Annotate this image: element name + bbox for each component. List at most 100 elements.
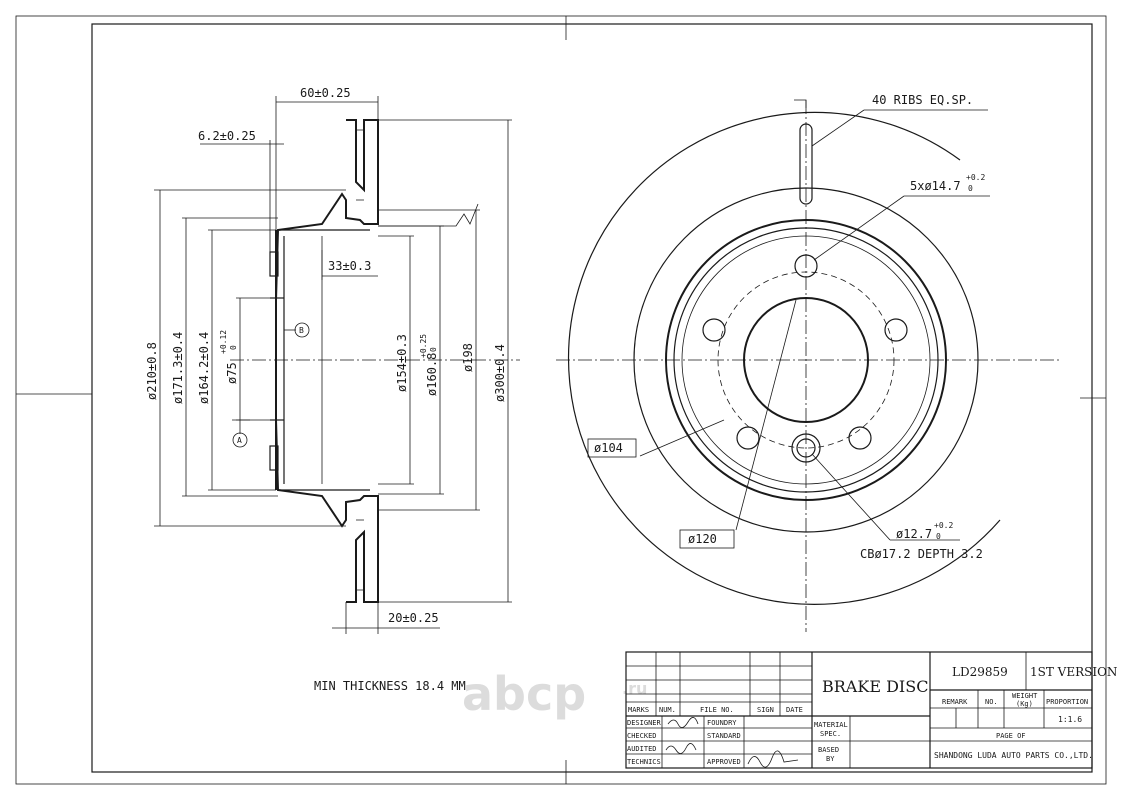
surface-finish-symbol (378, 203, 479, 227)
locating-hole-cb (791, 433, 821, 463)
dim-d75-tol-low: 0 (229, 345, 238, 350)
rib-slot (799, 123, 813, 205)
lug-hole-2 (884, 318, 908, 342)
hdr-proportion: PROPORTION (1046, 698, 1088, 706)
hat-flange-top (269, 251, 279, 277)
dim-d300: ø300±0.4 (493, 344, 507, 402)
title-block: BRAKE DISC LD29859 1ST VERSION MARKS NUM… (625, 651, 1117, 769)
hdr-date: DATE (786, 706, 803, 714)
vent-channel-lower (356, 519, 364, 591)
datum-a-bubble (232, 432, 248, 448)
hdr-marks: MARKS (628, 706, 649, 714)
hdr-num: NUM. (659, 706, 676, 714)
center-bore (743, 297, 869, 423)
pcd-circle (717, 271, 895, 449)
lug-hole-1 (794, 254, 818, 278)
hdr-remark: REMARK (942, 698, 968, 706)
signature-designer (667, 717, 699, 728)
dim-d75: ø75 (225, 362, 239, 384)
watermark-brand: abcp (462, 667, 586, 721)
watermark-suffix: .ru (622, 679, 647, 698)
datum-a-label: A (237, 436, 242, 445)
hdr-weight-2: (Kg) (1016, 700, 1033, 708)
holes-tol-up: +0.2 (966, 173, 985, 182)
dim-d210: ø210±0.8 (145, 342, 159, 400)
section-outline-lower (275, 419, 379, 603)
hdr-no: NO. (985, 698, 998, 706)
dim-disc-thickness: 20±0.25 (388, 611, 439, 625)
signature-approved (747, 750, 799, 768)
holes-note: 5xø14.7 (910, 179, 961, 193)
holes-leader (813, 195, 905, 261)
dim-d154: ø154±0.3 (395, 334, 409, 392)
datum-b-label: B (299, 326, 304, 335)
center-tol-up: +0.2 (934, 521, 953, 530)
datum-b-bubble (294, 322, 310, 338)
lug-hole-3 (848, 426, 872, 450)
dim-width-total: 60±0.25 (300, 86, 351, 100)
dim-d198: ø198 (461, 343, 475, 372)
d120-label: ø120 (688, 532, 717, 546)
dim-hat-depth: 33±0.3 (328, 259, 371, 273)
title-block-frame (625, 651, 1093, 769)
hdr-weight-1: WEIGHT (1012, 692, 1038, 700)
d120-box (679, 529, 735, 549)
ribs-note: 40 RIBS EQ.SP. (872, 93, 973, 107)
section-view: 60±0.25 6.2±0.25 33±0.3 20±0.25 ø210±0.8… (145, 86, 520, 634)
hdr-sign: SIGN (757, 706, 774, 714)
hdr-standard: STANDARD (707, 732, 741, 740)
outer-frame (15, 15, 1107, 785)
lug-hole-5 (702, 318, 726, 342)
section-outline-upper (275, 119, 379, 301)
pcd-label: ø104 (594, 441, 623, 455)
drawing-name: BRAKE DISC (822, 677, 928, 696)
vent-channel-upper (356, 129, 364, 201)
center-hole-leader (811, 453, 891, 541)
dim-d171: ø171.3±0.4 (171, 332, 185, 404)
version-label: 1ST VERSION (1030, 665, 1117, 679)
front-view: 40 RIBS EQ.SP. 5xø14.7 +0.2 0 ø104 ø120 … (556, 93, 1062, 632)
hdr-designer: DESIGNER (627, 719, 662, 727)
hdr-technics: TECHNICS (627, 758, 661, 766)
dim-d160-tol-up: +0.25 (419, 334, 428, 358)
part-number: LD29859 (952, 665, 1008, 679)
holes-tol-low: 0 (968, 184, 973, 193)
d120-leader (735, 299, 797, 531)
min-thickness-note: MIN THICKNESS 18.4 MM (314, 679, 466, 693)
ribs-leader (811, 109, 865, 147)
hdr-foundry: FOUNDRY (707, 719, 737, 727)
company-name: SHANDONG LUDA AUTO PARTS CO.,LTD. (934, 751, 1093, 760)
hat-outer (665, 219, 947, 501)
center-hole-note: ø12.7 (896, 527, 932, 541)
proportion-value: 1:1.6 (1058, 715, 1082, 724)
signature-audited (665, 743, 697, 754)
rib-datum-mark (794, 99, 807, 108)
dim-d164: ø164.2±0.4 (197, 332, 211, 404)
friction-ring-inner (633, 187, 979, 533)
hdr-approved: APPROVED (707, 758, 741, 766)
hat-flange-bottom (269, 445, 279, 471)
counterbore-note: CBø17.2 DEPTH 3.2 (860, 547, 983, 561)
watermark-logo: abcp .ru (462, 667, 647, 721)
hat-inner (673, 227, 939, 493)
hdr-checked: CHECKED (627, 732, 657, 740)
pcd-box (587, 438, 637, 458)
pcd-leader (639, 419, 725, 457)
hdr-audited: AUDITED (627, 745, 657, 753)
dim-hat-wall: 6.2±0.25 (198, 129, 256, 143)
hdr-based-2: BY (826, 755, 835, 763)
disc-outer-edge (567, 111, 1001, 605)
lug-hole-4 (736, 426, 760, 450)
hat-step (681, 235, 931, 485)
hdr-based-1: BASED (818, 746, 839, 754)
dim-d160: ø160.8 (425, 353, 439, 396)
hdr-material-2: SPEC. (820, 730, 841, 738)
dim-d75-tol-up: +0.12 (219, 330, 228, 354)
page-of: PAGE OF (996, 732, 1026, 740)
locating-hole (796, 438, 816, 458)
hdr-material-1: MATERIAL (814, 721, 848, 729)
center-tol-low: 0 (936, 532, 941, 541)
dim-d160-tol-low: 0 (429, 347, 438, 352)
hdr-file-no: FILE NO. (700, 706, 734, 714)
